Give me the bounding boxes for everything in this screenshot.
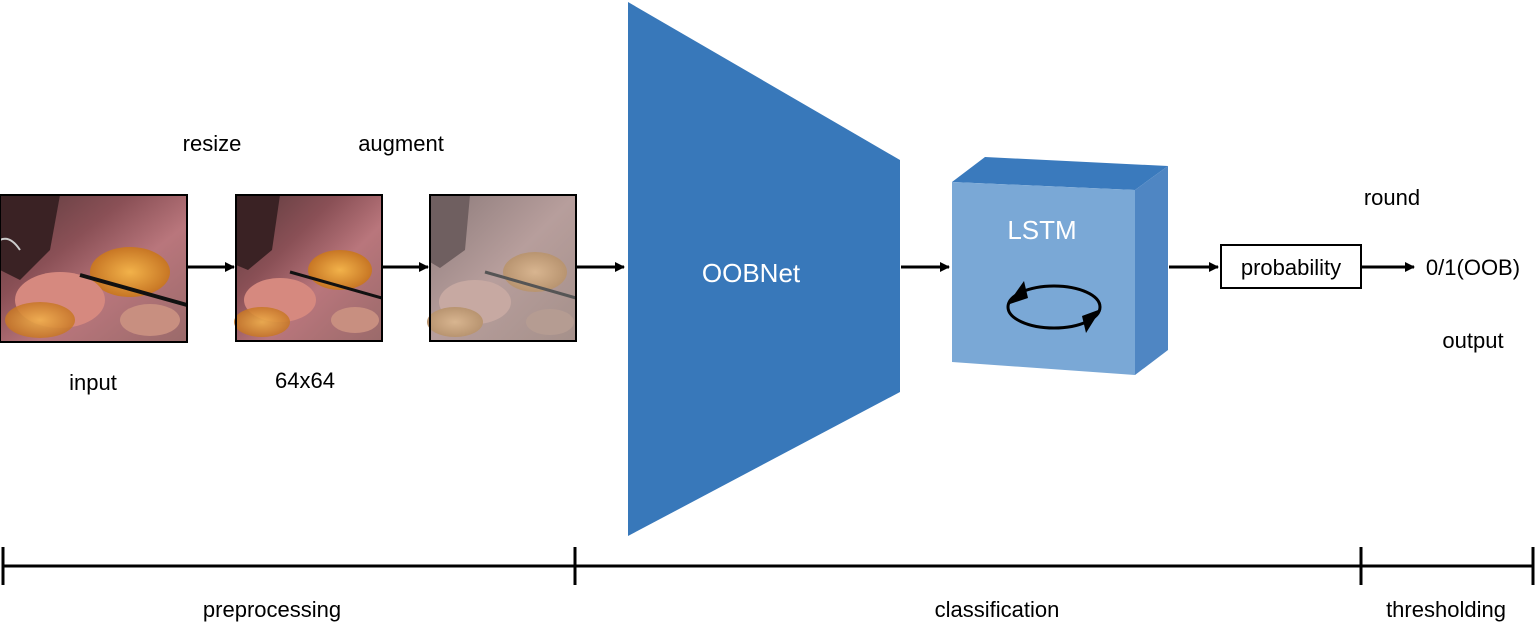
stage-classification-label: classification (935, 597, 1060, 622)
round-label: round (1364, 185, 1420, 210)
output-label: output (1442, 328, 1503, 353)
probability-label: probability (1241, 255, 1341, 280)
probability-box (1220, 244, 1362, 289)
stage-preprocessing-label: preprocessing (203, 597, 341, 622)
oobnet-label: OOBNet (702, 258, 801, 288)
oobnet-block (628, 2, 900, 536)
lstm-block (952, 157, 1168, 375)
input-image (0, 194, 188, 343)
stage-timeline (1, 547, 1535, 585)
lstm-label: LSTM (1007, 215, 1076, 245)
augmented-image (427, 194, 577, 342)
result-label: 0/1(OOB) (1426, 255, 1520, 280)
size-label: 64x64 (275, 368, 335, 393)
resized-image (234, 194, 383, 342)
stage-thresholding-label: thresholding (1386, 597, 1506, 622)
recurrent-loop-icon (1006, 281, 1102, 333)
input-label: input (69, 370, 117, 395)
augment-label: augment (358, 131, 444, 156)
resize-label: resize (183, 131, 242, 156)
